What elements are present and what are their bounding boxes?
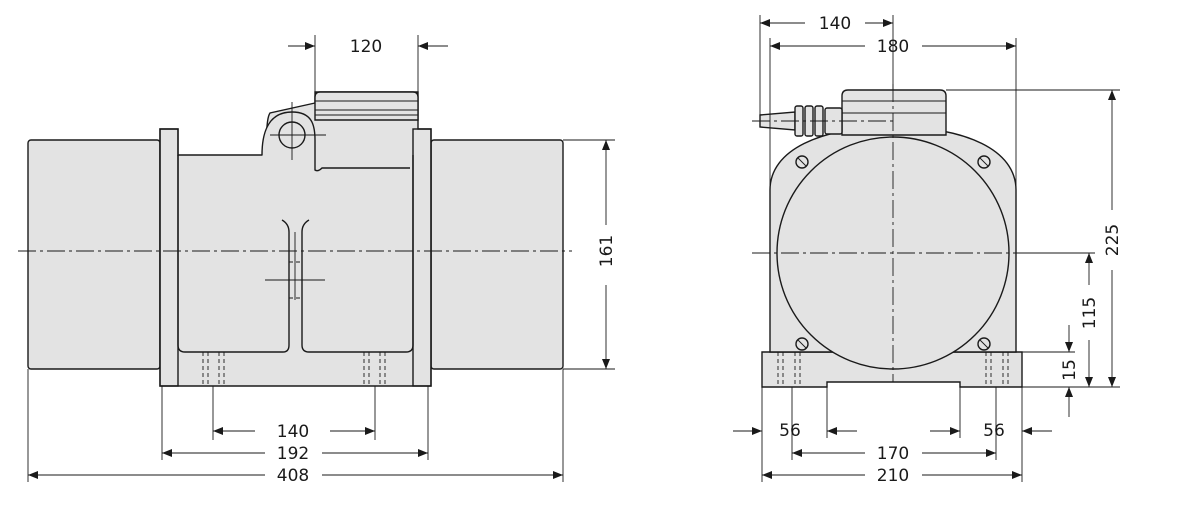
corner-screws (795, 155, 991, 351)
dim-axis-height: 115 (1080, 297, 1100, 329)
dim-gland-offset: 140 (819, 14, 851, 34)
left-recess (177, 155, 290, 353)
right-recess (301, 155, 414, 353)
end-terminal-box (841, 89, 947, 136)
dim-overall-length: 408 (277, 466, 309, 486)
left-end-cap (27, 139, 161, 370)
dim-height-161: 161 (597, 235, 617, 267)
dim-base-width: 210 (877, 466, 909, 486)
end-view: 140 180 225 115 15 56 170 56 210 (733, 14, 1123, 486)
end-right-foot-bolt (985, 352, 1009, 387)
dim-flange-span: 192 (277, 444, 309, 464)
dim-foot-height: 15 (1060, 359, 1080, 381)
dim-terminal-box-width: 120 (350, 37, 382, 57)
right-end-cap (430, 139, 564, 370)
left-foot-bolt (196, 351, 232, 386)
dim-width-180: 180 (877, 37, 909, 57)
cable-gland (759, 105, 843, 137)
dim-foot-inner: 170 (877, 444, 909, 464)
end-left-foot-bolt (777, 352, 801, 387)
terminal-box (314, 91, 419, 121)
dim-bolt-spacing: 140 (277, 422, 309, 442)
side-view: 120 140 192 408 161 (18, 35, 617, 486)
dim-foot-left: 56 (779, 421, 801, 441)
dim-overall-height: 225 (1103, 224, 1123, 256)
right-foot-bolt (357, 351, 392, 386)
dim-foot-right: 56 (983, 421, 1005, 441)
